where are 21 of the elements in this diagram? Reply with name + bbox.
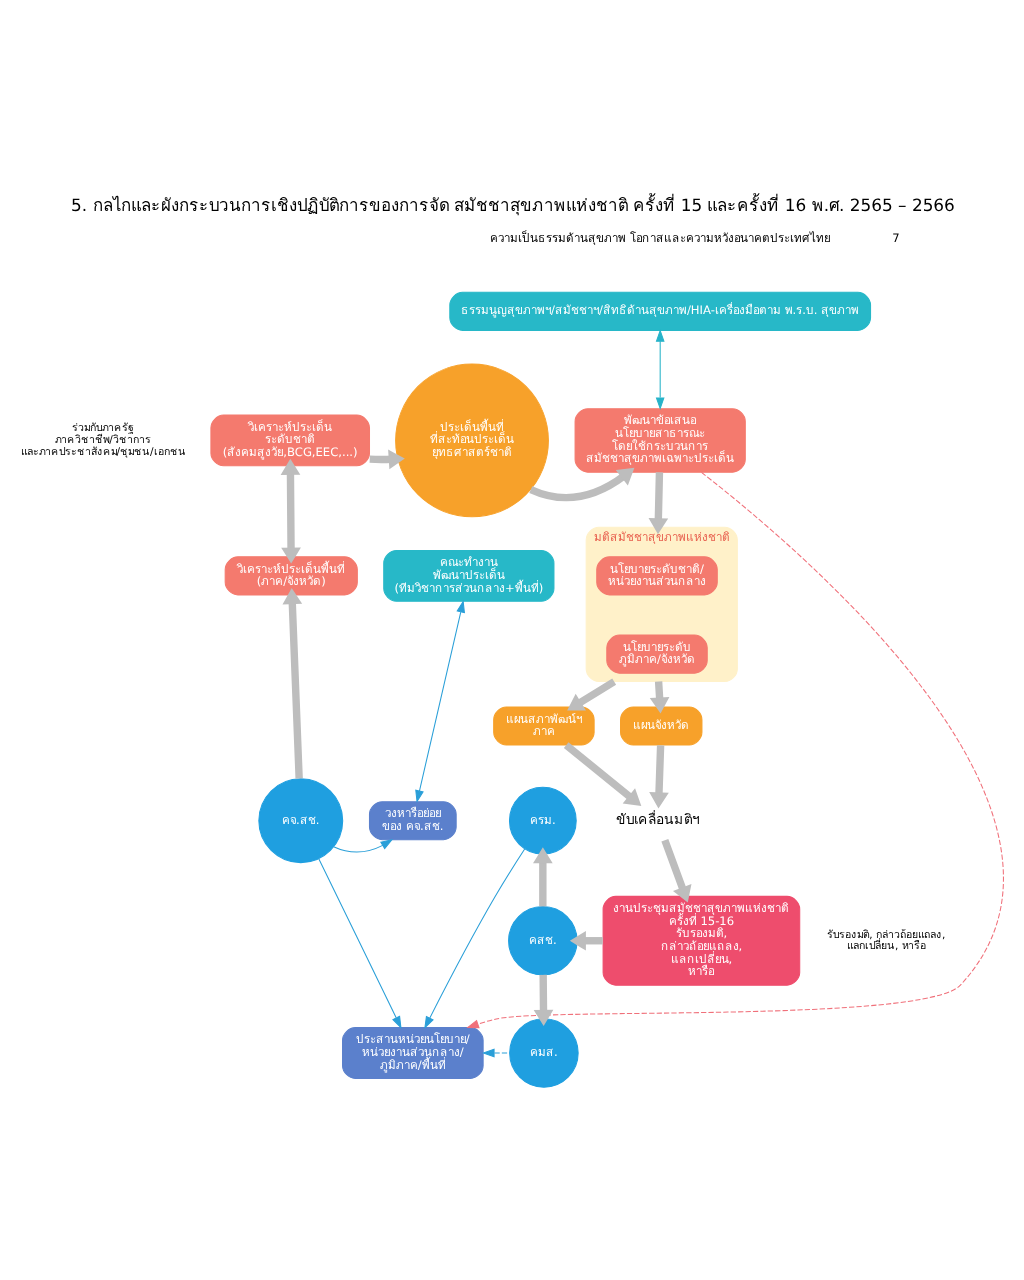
diagram-title: 5. กลไกและผังกระบวนการเชิงปฏิบัติการของการจัด สมัชชาสุขภาพแห่งชาติ ครั้งที่ 15 และครั้งที่ 16 พ.ศ. 2565 – 2566 [70,194,954,215]
arrow [480,1048,509,1058]
arrow [332,839,393,853]
arrow [562,742,641,807]
arrow [281,588,302,779]
arrow [317,858,401,1029]
arrow [532,974,553,1026]
arrow [648,745,668,809]
arrow [465,471,1003,1029]
arrow [568,930,602,951]
arrow [660,838,691,903]
arrow [654,329,664,411]
arrow [532,847,552,907]
arrow [368,449,404,470]
arrow [279,458,300,564]
arrow [648,681,669,714]
arrow [566,678,616,711]
arrow [647,472,668,535]
arrow [528,467,634,502]
arrow [414,600,464,803]
arrow [423,848,525,1030]
